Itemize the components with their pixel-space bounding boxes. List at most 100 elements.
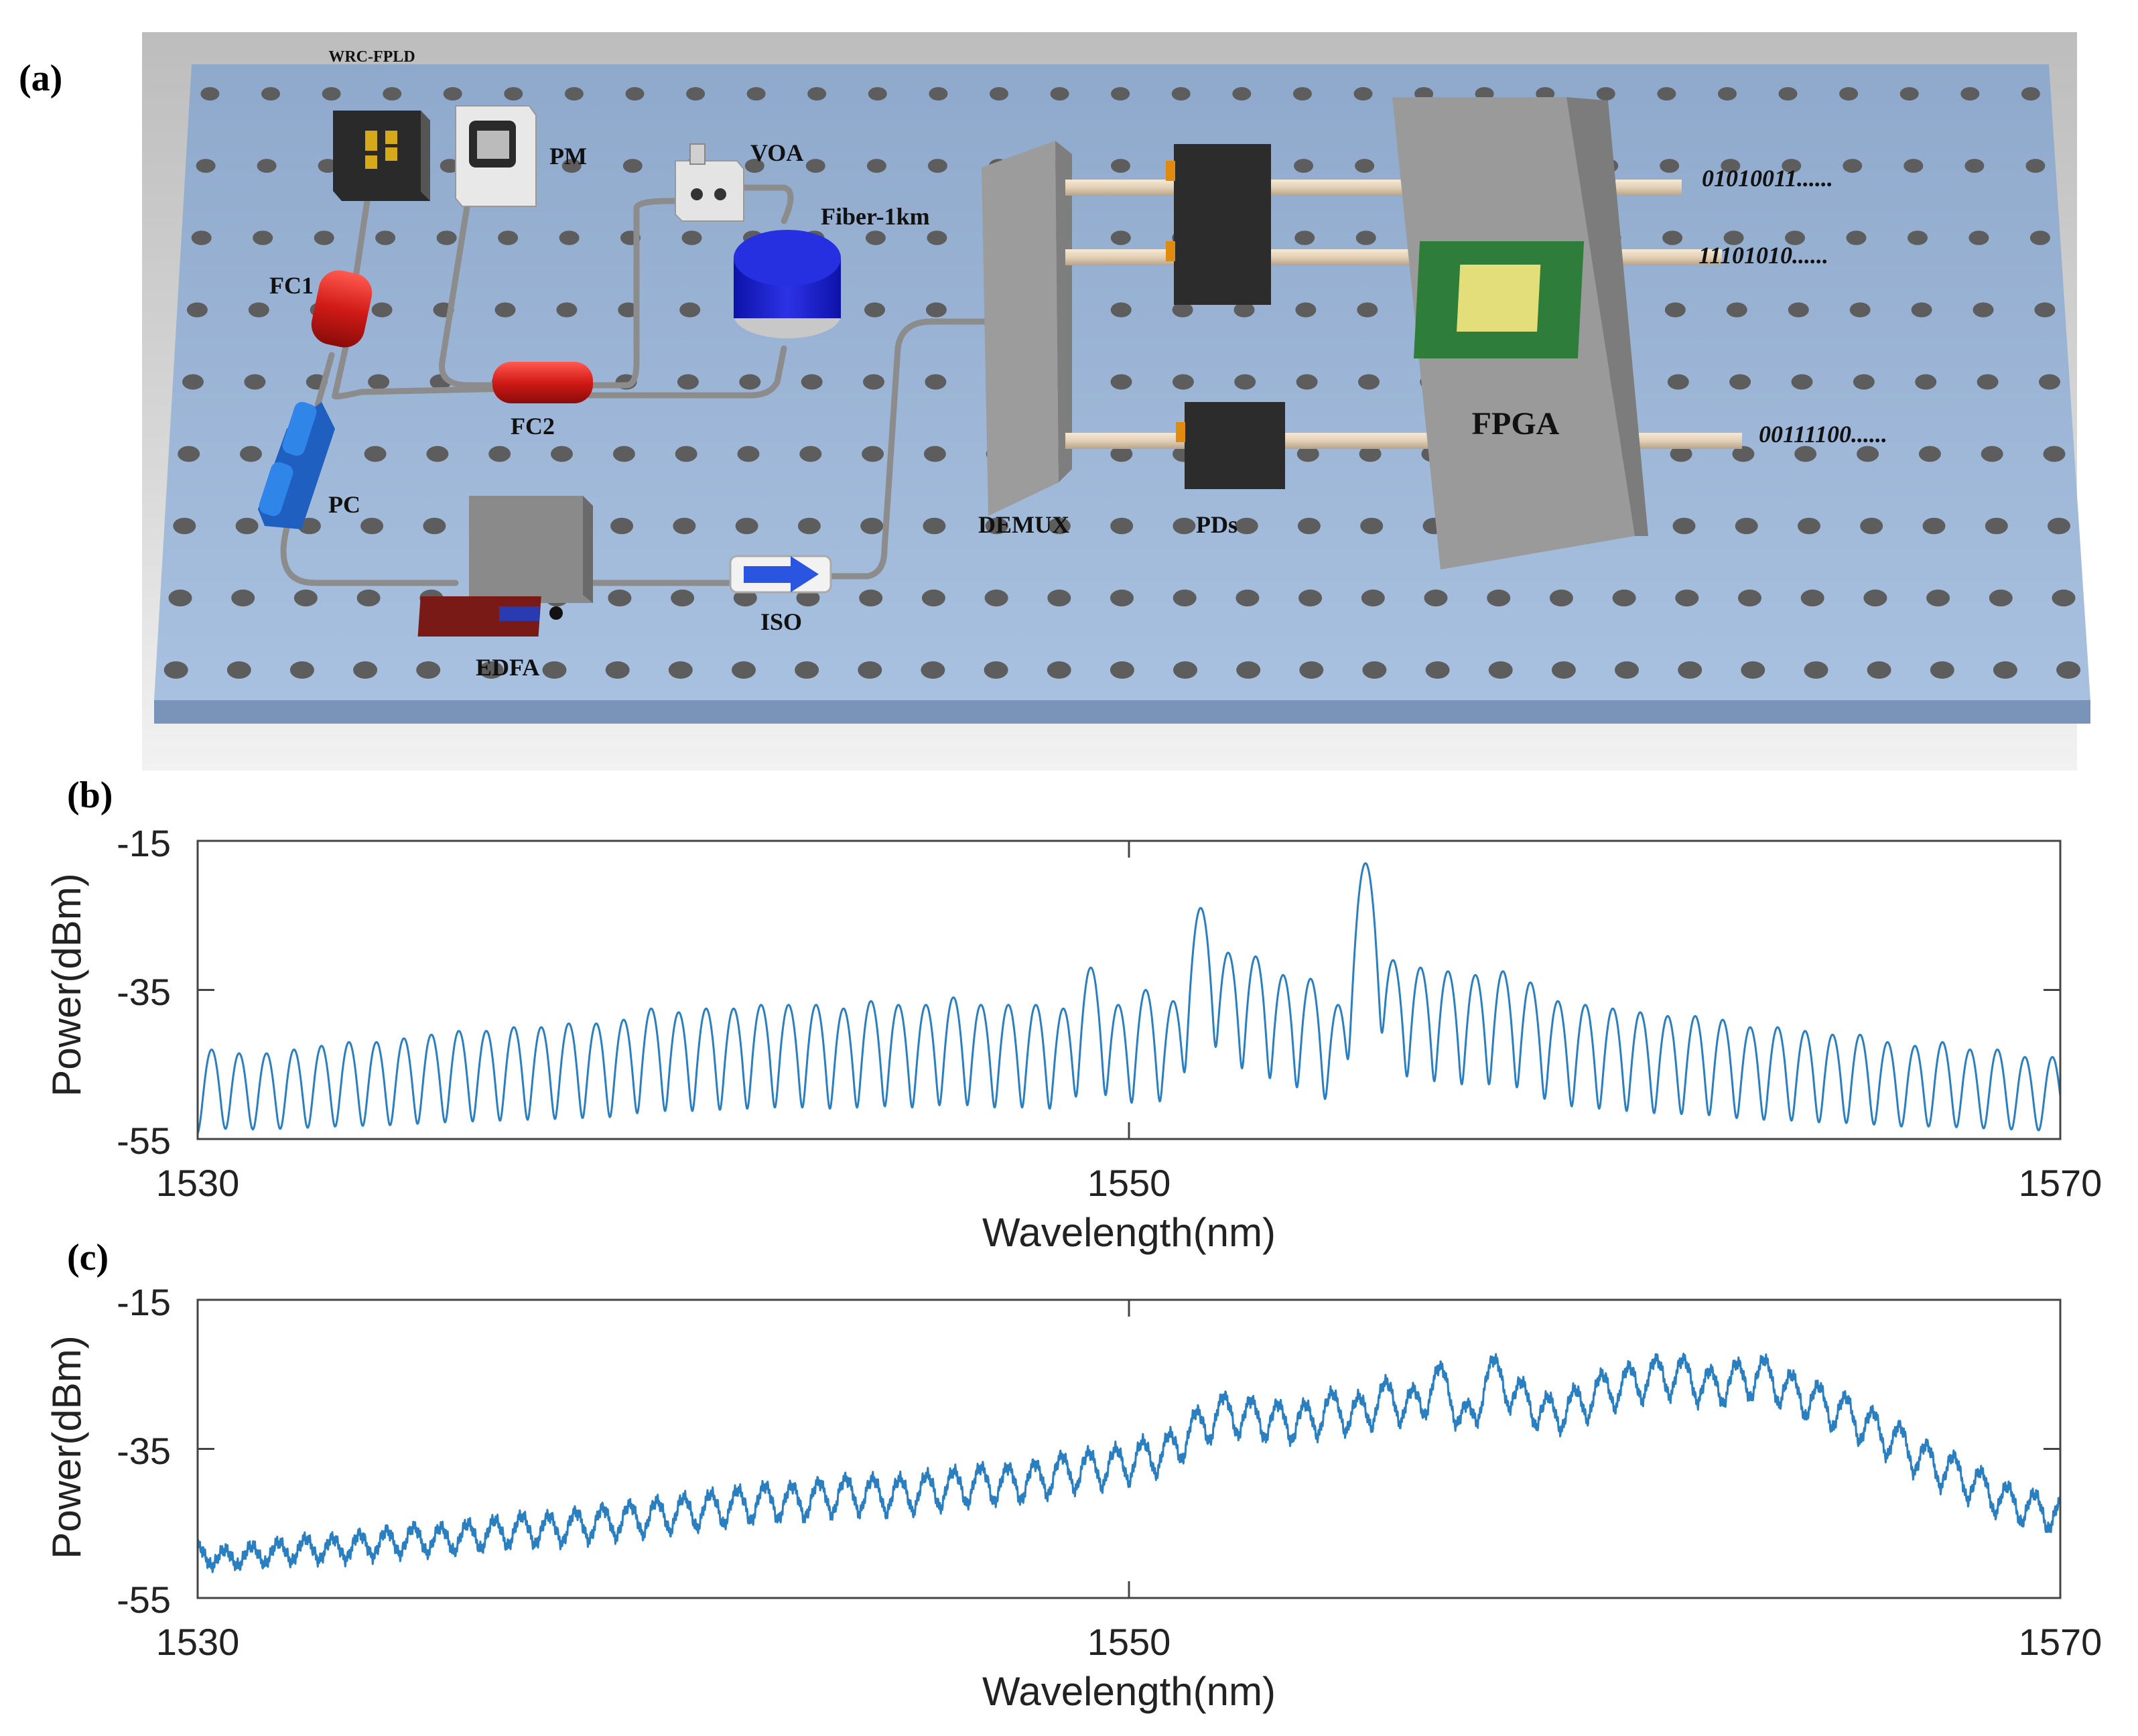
table-hole xyxy=(797,517,821,535)
table-hole xyxy=(1173,517,1196,535)
table-hole xyxy=(200,87,220,101)
voa-label: VOA xyxy=(750,139,803,166)
panel-c-label: (c) xyxy=(67,1237,109,1278)
spectrum-c-trace xyxy=(196,1352,2062,1573)
table-hole xyxy=(1741,661,1765,679)
bitstream-1: 01010011...... xyxy=(1702,165,1833,192)
table-hole xyxy=(1355,159,1375,173)
table-hole xyxy=(488,446,511,462)
c-ytick-mid: -35 xyxy=(117,1430,171,1472)
b-ytick-bottom: -55 xyxy=(117,1120,171,1162)
table-hole xyxy=(1424,589,1448,607)
table-hole xyxy=(1973,302,1994,318)
table-hole xyxy=(551,446,573,462)
table-hole xyxy=(356,589,381,607)
table-hole xyxy=(864,302,885,318)
spectrum-c-axes-box xyxy=(196,1298,2062,1599)
table-hole xyxy=(746,87,766,101)
table-hole xyxy=(2048,517,2070,535)
table-hole xyxy=(2039,374,2060,390)
table-hole xyxy=(314,230,334,245)
c-xtick-right: 1570 xyxy=(2019,1621,2102,1663)
table-hole xyxy=(1173,589,1197,607)
table-hole xyxy=(353,661,378,679)
table-hole xyxy=(1968,230,1989,245)
table-hole xyxy=(805,159,825,173)
table-hole xyxy=(542,661,567,679)
table-hole xyxy=(1615,661,1639,679)
demux: DEMUX xyxy=(978,141,1072,538)
table-hole xyxy=(1794,446,1817,462)
table-hole xyxy=(163,661,188,679)
bitstream-2: 11101010...... xyxy=(1698,242,1828,269)
table-hole xyxy=(1985,517,2008,535)
table-hole xyxy=(1050,87,1069,101)
panel-a-label: (a) xyxy=(19,58,62,99)
table-hole xyxy=(1297,517,1321,535)
table-hole xyxy=(2056,661,2081,679)
table-hole xyxy=(1981,446,2003,462)
table-hole xyxy=(1662,230,1683,245)
table-hole xyxy=(1678,661,1702,679)
b-xlabel: Wavelength(nm) xyxy=(982,1210,1276,1255)
table-hole xyxy=(364,446,387,462)
table-hole xyxy=(1800,589,1824,607)
table-hole xyxy=(1110,302,1132,318)
b-ytick-mid: -35 xyxy=(117,971,171,1013)
edfa-label: EDFA xyxy=(476,654,539,681)
table-hole xyxy=(1735,517,1758,535)
table-hole xyxy=(561,159,582,173)
table-hole xyxy=(1930,661,1954,679)
table-hole xyxy=(925,374,947,390)
table-hole xyxy=(1294,159,1314,173)
table-hole xyxy=(196,159,216,173)
b-ytick-top: -15 xyxy=(117,822,171,864)
table-hole xyxy=(1299,661,1324,679)
table-hole xyxy=(686,87,706,101)
b-ylabel: Power(dBm) xyxy=(44,873,89,1096)
iso-label: ISO xyxy=(760,608,802,635)
table-hole xyxy=(1657,87,1676,101)
table-hole xyxy=(191,230,212,245)
table-hole xyxy=(1738,589,1761,607)
table-hole xyxy=(1926,589,1950,607)
table-hole xyxy=(1977,374,1999,390)
table-hole xyxy=(735,517,758,535)
table-hole xyxy=(1235,589,1260,607)
table-hole xyxy=(1791,374,1813,390)
table-hole xyxy=(504,87,523,101)
table-hole xyxy=(1911,302,1932,318)
table-hole xyxy=(1047,661,1071,679)
table-hole xyxy=(1960,87,1980,101)
table-hole xyxy=(1359,446,1382,462)
table-hole xyxy=(1360,517,1384,535)
table-hole xyxy=(2025,159,2046,173)
table-hole xyxy=(612,446,635,462)
voa: VOA xyxy=(675,139,803,222)
table-hole xyxy=(1804,661,1828,679)
spectrum-line xyxy=(196,1352,2062,1573)
demux-label: DEMUX xyxy=(978,511,1069,538)
table-hole xyxy=(1857,446,1879,462)
table-hole xyxy=(1232,87,1252,101)
table-hole xyxy=(732,661,756,679)
isolator: ISO xyxy=(729,555,832,635)
wrc-fpld-source: WRC-FPLD xyxy=(328,48,430,201)
table-hole xyxy=(1551,661,1576,679)
c-xtick-mid: 1550 xyxy=(1087,1621,1171,1663)
table-hole xyxy=(1362,661,1387,679)
pds-label: PDs xyxy=(1196,511,1238,538)
table-hole xyxy=(1718,87,1737,101)
table-hole xyxy=(610,517,634,535)
table-hole xyxy=(923,446,946,462)
table-hole xyxy=(375,230,396,245)
table-hole xyxy=(1839,87,1859,101)
table-hole xyxy=(1863,589,1887,607)
table-hole xyxy=(2034,302,2056,318)
table-hole xyxy=(257,159,277,173)
table-hole xyxy=(436,230,457,245)
table-hole xyxy=(1903,159,1924,173)
table-hole xyxy=(1295,302,1317,318)
table-hole xyxy=(1989,589,2013,607)
table-hole xyxy=(807,87,827,101)
